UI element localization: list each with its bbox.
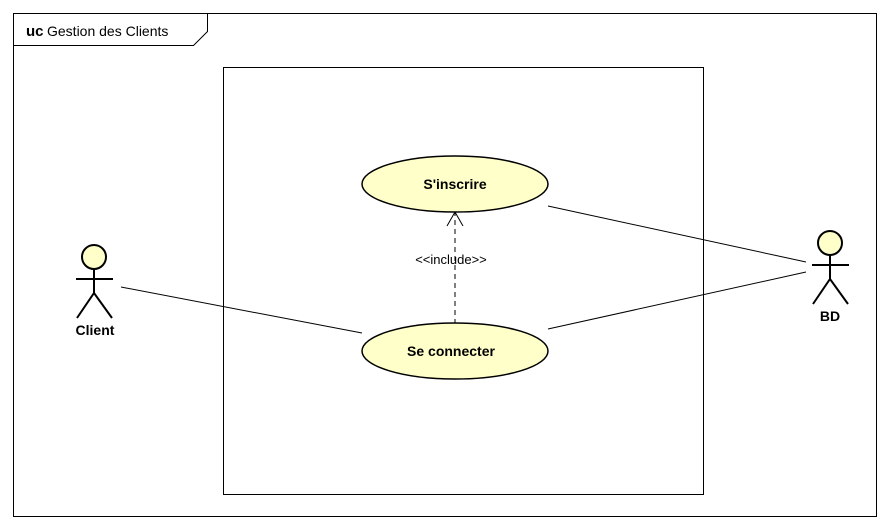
use-case-se-connecter-label: Se connecter <box>407 343 495 359</box>
actor-client-legs <box>76 291 113 319</box>
actor-bd-label: BD <box>820 308 840 324</box>
diagram-frame <box>13 13 877 517</box>
association-client-se-connecter <box>120 286 363 334</box>
frame-title: Gestion des Clients <box>47 23 168 39</box>
use-case-se-connecter[interactable] <box>361 322 549 380</box>
actor-bd-legs <box>812 277 849 305</box>
actor-bd-head <box>817 230 843 256</box>
association-bd-sinscrire <box>547 205 807 263</box>
system-boundary <box>223 67 704 495</box>
use-case-sinscrire-label: S'inscrire <box>423 176 486 192</box>
include-stereotype: <<include>> <box>415 252 487 267</box>
actor-client[interactable] <box>76 244 113 319</box>
actor-bd[interactable] <box>812 230 849 305</box>
frame-tab <box>13 13 208 46</box>
association-bd-se-connecter <box>547 271 807 330</box>
actor-client-head <box>81 244 107 270</box>
frame-keyword: uc <box>26 23 44 40</box>
actor-client-label: Client <box>76 322 115 338</box>
use-case-sinscrire[interactable] <box>361 155 549 213</box>
